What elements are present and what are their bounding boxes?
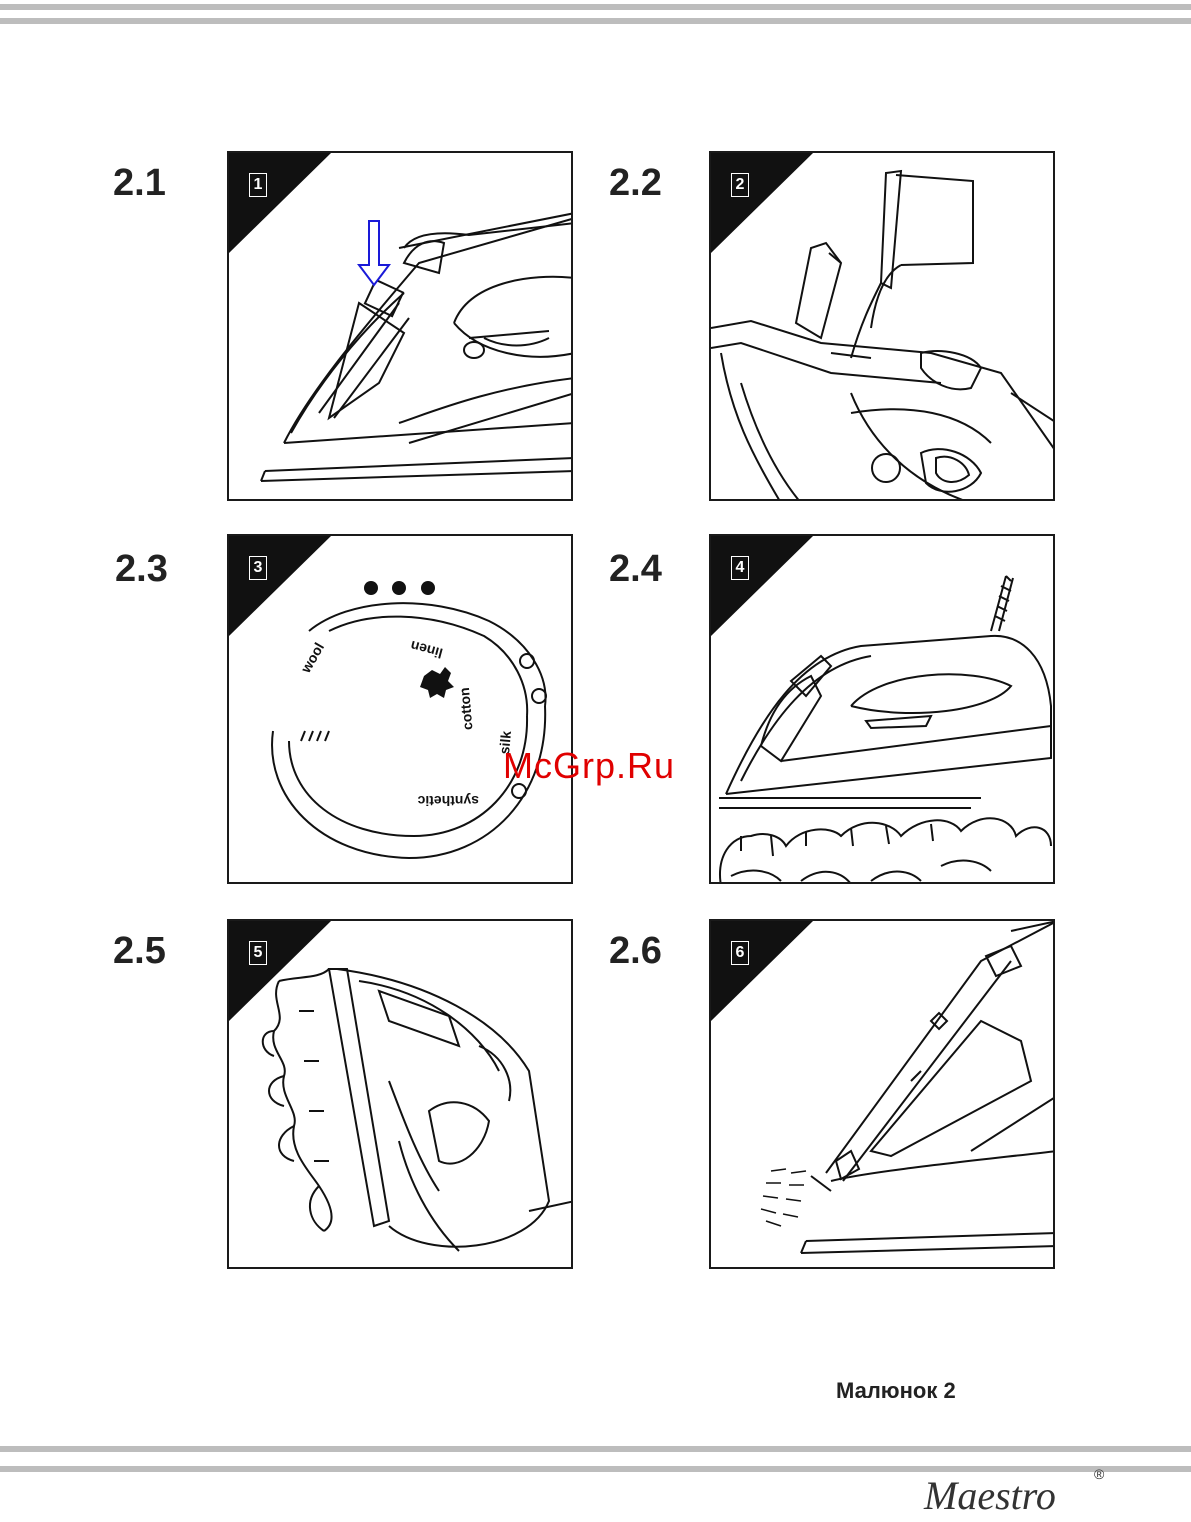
iron-press-illustration — [229, 153, 573, 501]
figure-panel-3: linen cotton silk synthetic wool 3 — [227, 534, 573, 884]
figure-panel-2: 2 — [709, 151, 1055, 501]
figure-label-2-6: 2.6 — [609, 930, 662, 973]
figure-panel-4: 4 — [709, 534, 1055, 884]
step-number-badge: 4 — [731, 556, 749, 580]
header-rule-bottom — [0, 18, 1191, 24]
figure-panel-6: 6 — [709, 919, 1055, 1269]
dial-label-wool: wool — [297, 640, 327, 676]
dial-label-synthetic: synthetic — [417, 793, 479, 809]
steam-burst-illustration — [711, 536, 1055, 884]
step-number-badge: 5 — [249, 941, 267, 965]
footer-rule-top — [0, 1446, 1191, 1452]
dial-label-cotton: cotton — [456, 687, 476, 731]
step-number-badge: 3 — [249, 556, 267, 580]
registered-mark: ® — [1094, 1466, 1104, 1482]
step-number-badge: 1 — [249, 173, 267, 197]
figure-label-2-4: 2.4 — [609, 548, 662, 591]
step-number-badge: 6 — [731, 941, 749, 965]
figure-caption: Малюнок 2 — [836, 1378, 956, 1404]
temperature-dial-illustration: linen cotton silk synthetic wool — [229, 536, 573, 884]
watermark-text: McGrp.Ru — [503, 745, 675, 787]
dial-label-linen: linen — [409, 638, 445, 662]
figure-panel-1: 1 — [227, 151, 573, 501]
figure-label-2-5: 2.5 — [113, 930, 166, 973]
figure-label-2-2: 2.2 — [609, 162, 662, 205]
figure-label-2-1: 2.1 — [113, 162, 166, 205]
figure-label-2-3: 2.3 — [115, 548, 168, 591]
spray-illustration — [711, 921, 1055, 1269]
figure-panel-5: 5 — [227, 919, 573, 1269]
header-rule-top — [0, 4, 1191, 10]
brand-logo: Maestro — [924, 1472, 1056, 1519]
step-number-badge: 2 — [731, 173, 749, 197]
fill-water-illustration — [711, 153, 1055, 501]
vertical-steam-illustration — [229, 921, 573, 1269]
